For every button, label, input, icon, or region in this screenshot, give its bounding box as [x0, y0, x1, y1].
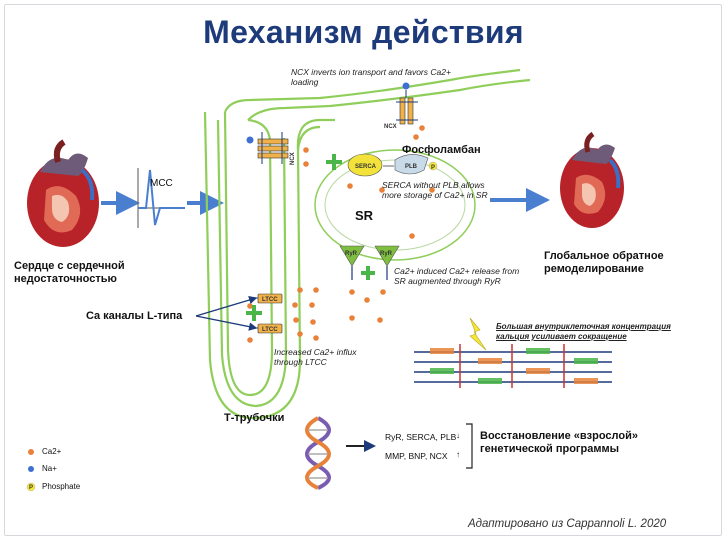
ca-channels-label: Ca каналы L-типа	[86, 310, 183, 322]
ryr-channel-left: RyR	[339, 245, 365, 280]
gene-program-label: Восстановление «взрослой» генетической п…	[480, 430, 638, 455]
ryr-left-label: RyR	[345, 251, 358, 257]
sr-label: SR	[355, 208, 374, 223]
ryr-channel-right: RyR	[374, 245, 400, 280]
gene-list-line1: RyR, SERCA, PLB	[385, 432, 457, 442]
legend-na-label: Na+	[42, 464, 57, 473]
failing-heart-image	[27, 139, 99, 247]
plb-label: PLB	[405, 164, 418, 170]
serca-note: SERCA without PLB allows more storage of…	[382, 180, 488, 200]
legend-ca-dot	[28, 449, 34, 455]
gene-arrow-up: ↑	[456, 450, 460, 459]
plb-protein: PLB P	[383, 154, 438, 175]
sarcomere-image	[414, 344, 612, 388]
ltcc-top-label: LTCC	[262, 297, 278, 303]
slide-title: Механизм действия	[203, 14, 524, 50]
pointer-to-ltcc-bottom	[195, 315, 258, 331]
phosphate-symbol: P	[431, 165, 435, 171]
pointer-to-ltcc-top	[195, 295, 258, 317]
sr-membrane-inner	[324, 159, 466, 251]
sarcomere-note: Большая внутриклеточная концентрация кал…	[496, 322, 671, 341]
legend-phosphate-symbol: P	[29, 485, 33, 491]
t-tubule-label: Т-трубочки	[224, 412, 285, 424]
serca-pump: SERCA	[347, 153, 383, 177]
calcium-ions	[247, 147, 435, 343]
gene-list-line2: MMP, BNP, NCX	[385, 451, 448, 461]
ltcc-note: Increased Ca2+ influx through LTCC	[274, 347, 357, 367]
gene-bracket	[466, 423, 473, 469]
plus-sign-serca	[326, 154, 342, 170]
dna-helix-icon	[305, 416, 331, 490]
sr-membrane-outer	[314, 149, 476, 261]
ncx-channel-left: NCX	[246, 132, 296, 165]
ltcc-channel-top: LTCC	[254, 293, 283, 304]
remodeled-heart-caption: Глобальное обратное ремоделирование	[544, 250, 664, 275]
mcc-label: МСС	[150, 178, 173, 189]
cell-membrane	[203, 68, 531, 420]
ncx-left-label: NCX	[290, 152, 296, 165]
legend-phosphate-dot	[26, 482, 36, 492]
source-citation: Адаптировано из Cappannoli L. 2020	[468, 518, 667, 530]
plus-sign-ryr	[361, 266, 375, 280]
ltcc-channel-bottom: LTCC	[254, 323, 283, 334]
legend-na-dot	[28, 466, 34, 472]
legend-phosphate-label: Phosphate	[42, 482, 81, 491]
ncx-note: NCX inverts ion transport and favors Ca2…	[291, 67, 451, 87]
ryr-note: Ca2+ induced Ca2+ release from SR augmen…	[394, 266, 520, 286]
ryr-right-label: RyR	[380, 251, 393, 257]
phospholamban-label: Фосфоламбан	[402, 144, 481, 156]
slide-frame	[4, 4, 722, 536]
ncx-top-label: NCX	[384, 124, 397, 130]
legend-ca-label: Ca2+	[42, 447, 62, 456]
lightning-icon	[469, 317, 487, 351]
ltcc-bottom-label: LTCC	[262, 327, 278, 333]
serca-label: SERCA	[355, 164, 377, 170]
mcc-graph	[137, 168, 185, 228]
ncx-channel-top: NCX	[384, 82, 425, 140]
gene-arrow-down: ↓	[456, 431, 460, 440]
plus-sign-ltcc	[246, 305, 262, 321]
failing-heart-caption: Сердце с сердечной недостаточностью	[14, 260, 125, 285]
remodeled-heart-image	[560, 131, 624, 228]
